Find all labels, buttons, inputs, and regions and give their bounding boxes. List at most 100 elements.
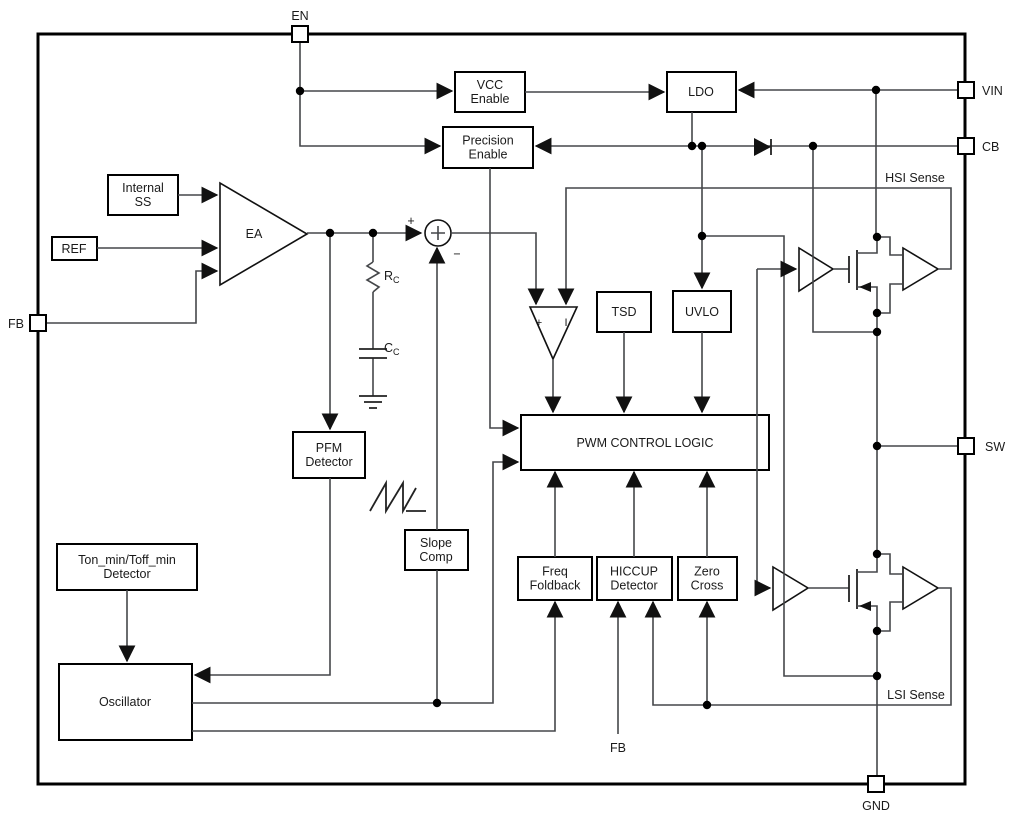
- cc-capacitor: [359, 348, 387, 359]
- lsi-sense-label: LSI Sense: [887, 688, 945, 702]
- hs-fet-drain-lead: [857, 237, 878, 254]
- junction-dots: [295, 85, 882, 710]
- freq-foldback-label-1: Freq: [542, 565, 568, 579]
- wire-summing-to-comparator: [451, 232, 545, 306]
- pin-en: [291, 25, 309, 43]
- comparator-plus-label: +: [536, 317, 542, 329]
- comparator-current-label: I: [564, 317, 567, 329]
- wire-hs-sense-top-input: [877, 236, 902, 256]
- block-precision-enable: [442, 126, 534, 169]
- block-vcc-enable: [454, 71, 526, 113]
- block-ton-toff-detector: [56, 543, 198, 591]
- text-labels: EN VIN CB SW FB GND VCC Enable Precision…: [8, 9, 1005, 813]
- wire-cb-hs-driver-rail: [812, 146, 873, 333]
- ton-toff-label-1: Ton_min/Toff_min: [78, 553, 176, 567]
- rc-label-sub: C: [393, 275, 400, 285]
- oscillator-label: Oscillator: [99, 695, 151, 709]
- pfm-label-1: PFM: [316, 441, 342, 455]
- ls-fet-source-lead: [857, 605, 878, 631]
- function-blocks: [51, 71, 770, 741]
- pin-sw-label: SW: [985, 440, 1005, 454]
- wire-precision-enable-to-pwm: [489, 168, 520, 437]
- internal-ss-label-2: SS: [135, 195, 152, 209]
- summing-junction-plus-cross: [431, 226, 445, 240]
- uvlo-label: UVLO: [685, 305, 719, 319]
- bootstrap-diode: [754, 138, 771, 156]
- pfm-label-2: Detector: [305, 455, 352, 469]
- wire-vcc-ls-driver-rail: [702, 235, 873, 677]
- analog-symbols: [219, 181, 940, 612]
- pin-en-label: EN: [291, 9, 308, 23]
- wire-ls-sense-top-input: [877, 553, 902, 575]
- ref-label: REF: [62, 242, 87, 256]
- block-hiccup-detector: [596, 556, 673, 601]
- pwm-comparator-triangle: [528, 306, 579, 361]
- pin-sw: [957, 437, 975, 455]
- block-zero-cross: [677, 556, 738, 601]
- passive-symbols: [359, 138, 772, 515]
- ground-symbol: [359, 395, 387, 409]
- wire-ls-sense-bottom-input: [877, 601, 902, 632]
- pin-vin-label: VIN: [982, 84, 1003, 98]
- fb-signal-label: FB: [610, 741, 626, 755]
- hs-sense-amp-triangle: [902, 246, 940, 292]
- block-tsd: [596, 291, 652, 333]
- block-pwm-control-logic: [520, 414, 770, 471]
- wire-hsi-sense-to-comparator: [557, 187, 952, 306]
- pin-fb: [29, 314, 47, 332]
- ls-fet-source-arrow: [859, 601, 871, 611]
- chip-boundary: [36, 32, 967, 786]
- precision-enable-label-2: Enable: [469, 148, 508, 162]
- hsi-sense-label: HSI Sense: [885, 171, 945, 185]
- pwm-control-logic-label: PWM CONTROL LOGIC: [576, 436, 713, 450]
- ls-gate-driver-triangle: [772, 565, 810, 612]
- ea-label: EA: [246, 227, 263, 241]
- ls-sense-amp-triangle: [902, 565, 940, 611]
- internal-ss-label-1: Internal: [122, 181, 164, 195]
- ldo-label: LDO: [688, 85, 714, 99]
- rc-resistor: [365, 261, 381, 293]
- tsd-label: TSD: [612, 305, 637, 319]
- error-amplifier-triangle: [219, 181, 309, 287]
- sawtooth-waveform: [369, 479, 426, 515]
- freq-foldback-label-2: Foldback: [530, 579, 581, 593]
- block-pfm-detector: [292, 431, 366, 479]
- block-freq-foldback: [517, 556, 593, 601]
- vcc-enable-label-2: Enable: [471, 92, 510, 106]
- summing-minus-label: −: [453, 247, 460, 261]
- block-ldo: [666, 71, 737, 113]
- slope-comp-label-1: Slope: [420, 536, 452, 550]
- pin-fb-label: FB: [8, 317, 24, 331]
- hs-fet-source-lead: [857, 286, 878, 313]
- pin-cb: [957, 137, 975, 155]
- slope-comp-label-2: Comp: [419, 550, 452, 564]
- wire-pfm-to-oscillator: [193, 478, 331, 684]
- summing-plus-label: +: [407, 214, 414, 228]
- hiccup-label-1: HICCUP: [610, 565, 658, 579]
- wire-en-to-precision-enable: [299, 42, 442, 155]
- hs-fet-source-arrow: [859, 282, 871, 292]
- pin-vin: [957, 81, 975, 99]
- vcc-enable-label-1: VCC: [477, 78, 503, 92]
- zero-cross-label-2: Cross: [691, 579, 724, 593]
- wire-lsi-sense-to-hiccup: [644, 587, 952, 706]
- cc-label: C: [384, 341, 393, 355]
- wire-oscillator-to-freq-foldback: [192, 600, 564, 732]
- ton-toff-label-2: Detector: [103, 567, 150, 581]
- block-oscillator: [58, 663, 193, 741]
- block-internal-ss: [107, 174, 179, 216]
- zero-cross-label-1: Zero: [694, 565, 720, 579]
- pin-cb-label: CB: [982, 140, 999, 154]
- wires: [46, 42, 958, 776]
- rc-label: R: [384, 269, 393, 283]
- hiccup-label-2: Detector: [610, 579, 657, 593]
- pins: [29, 25, 975, 793]
- block-slope-comp: [404, 529, 469, 571]
- ls-fet-drain-lead: [857, 554, 878, 573]
- pin-gnd-label: GND: [862, 799, 890, 813]
- precision-enable-label-1: Precision: [462, 134, 513, 148]
- cc-label-sub: C: [393, 347, 400, 357]
- hs-gate-driver-triangle: [798, 246, 835, 293]
